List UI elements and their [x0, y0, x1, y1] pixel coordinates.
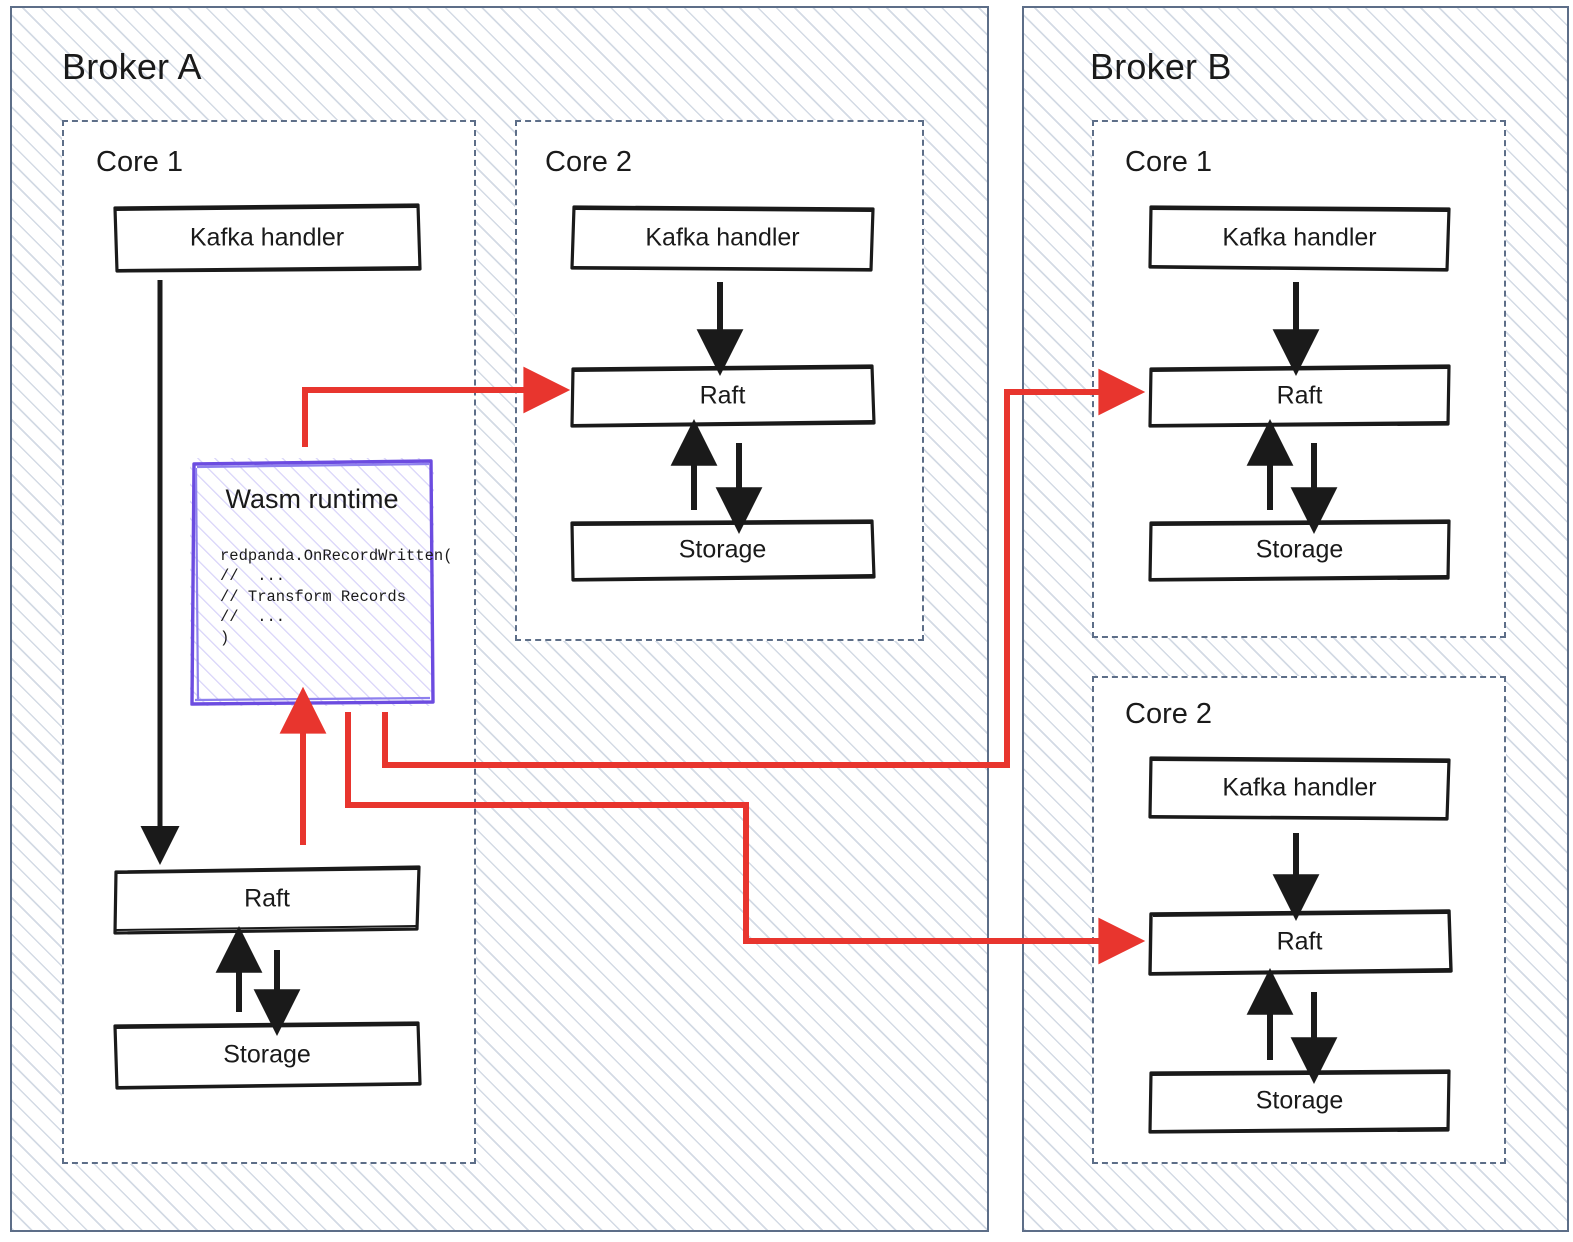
box-label: Storage [678, 535, 767, 564]
broker-b-core-1-title: Core 1 [1125, 146, 1213, 178]
broker-b-core-2-storage-box: Storage [1148, 1068, 1451, 1134]
box-label: Kafka handler [1222, 223, 1377, 252]
box-label: Storage [1255, 1086, 1344, 1115]
wasm-runtime-title: Wasm runtime [225, 484, 399, 514]
box-label: Raft [244, 884, 290, 913]
broker-a-title: Broker A [62, 46, 202, 87]
broker-a-core-2-kafka-handler-box: Kafka handler [570, 203, 875, 273]
box-label: Kafka handler [189, 223, 345, 252]
box-label: Kafka handler [645, 223, 800, 252]
broker-b-core-1-kafka-handler-box: Kafka handler [1148, 203, 1451, 273]
box-label: Storage [1255, 535, 1344, 564]
broker-a-core-2-title: Core 2 [545, 146, 633, 178]
broker-a-core-1-storage-box: Storage [113, 1020, 422, 1090]
broker-a-core-2-storage-box: Storage [570, 518, 876, 582]
broker-b-core-2-title: Core 2 [1125, 698, 1213, 730]
broker-a-core-1-kafka-handler-box: Kafka handler [113, 203, 422, 273]
broker-b-core-2-kafka-handler-box: Kafka handler [1148, 754, 1451, 822]
broker-a-core-1-raft-box: Raft [113, 864, 421, 935]
broker-a-core-2-raft-box: Raft [570, 363, 876, 428]
broker-b-title: Broker B [1090, 46, 1232, 87]
broker-b-core-1-raft-box: Raft [1148, 363, 1451, 428]
box-label: Raft [1276, 381, 1323, 409]
box-label: Kafka handler [1222, 773, 1377, 802]
wasm-runtime-code: redpanda.OnRecordWritten( // ... // Tran… [220, 547, 453, 647]
broker-a-core-1-title: Core 1 [96, 146, 184, 178]
box-label: Raft [699, 381, 746, 409]
wasm-runtime-box: Wasm runtime redpanda.OnRecordWritten( /… [190, 458, 453, 706]
box-label: Storage [223, 1040, 311, 1069]
broker-b-core-2-raft-box: Raft [1148, 908, 1453, 976]
broker-b-core-1-storage-box: Storage [1148, 518, 1451, 582]
box-label: Raft [1276, 927, 1323, 956]
